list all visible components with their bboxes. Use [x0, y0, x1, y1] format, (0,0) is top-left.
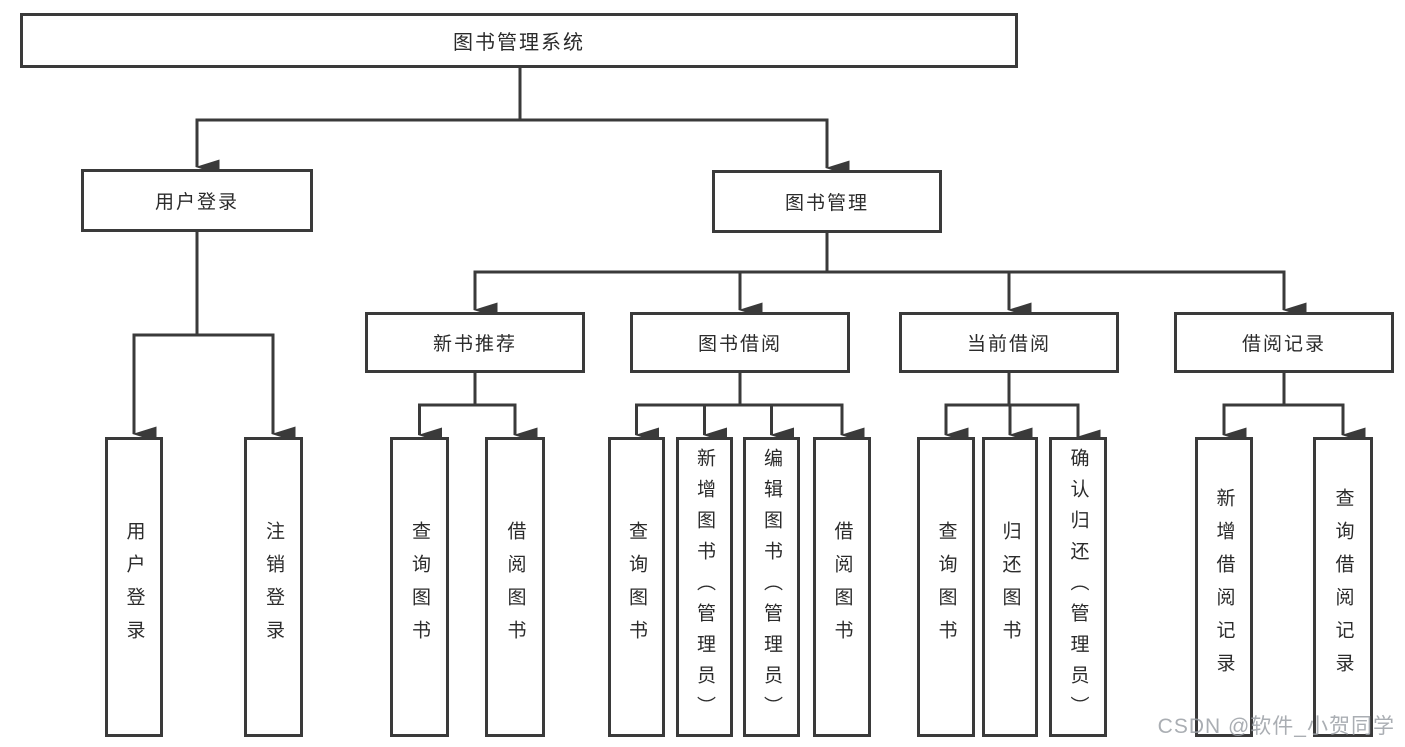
leaf-query-books-recommend: 查询图书 — [390, 437, 449, 737]
leaf-add-borrow-record: 新增借阅记录 — [1195, 437, 1253, 737]
leaf-add-book-admin-label: 新增图书（管理员） — [694, 447, 715, 727]
leaf-borrow-books-recommend-label: 借阅图书 — [504, 521, 526, 653]
node-book-management: 图书管理 — [712, 170, 942, 233]
leaf-user-login-label: 用户登录 — [123, 521, 145, 653]
node-current-borrowing: 当前借阅 — [899, 312, 1119, 373]
leaf-return-books: 归还图书 — [982, 437, 1038, 737]
node-book-borrowing: 图书借阅 — [630, 312, 850, 373]
leaf-query-books-borrowing-label: 查询图书 — [626, 521, 647, 653]
node-borrowing-records: 借阅记录 — [1174, 312, 1394, 373]
leaf-query-books-borrowing: 查询图书 — [608, 437, 665, 737]
leaf-confirm-return-admin: 确认归还（管理员） — [1049, 437, 1107, 737]
leaf-borrow-books-recommend: 借阅图书 — [485, 437, 545, 737]
leaf-add-book-admin: 新增图书（管理员） — [676, 437, 733, 737]
leaf-query-borrow-record-label: 查询借阅记录 — [1332, 488, 1354, 686]
leaf-return-books-label: 归还图书 — [999, 521, 1021, 653]
leaf-edit-book-admin: 编辑图书（管理员） — [743, 437, 800, 737]
csdn-watermark: CSDN @软件_小贺同学 — [1157, 715, 1395, 738]
node-new-book-recommendation: 新书推荐 — [365, 312, 585, 373]
leaf-confirm-return-admin-label: 确认归还（管理员） — [1067, 447, 1089, 727]
leaf-edit-book-admin-label: 编辑图书（管理员） — [761, 447, 782, 727]
leaf-query-borrow-record: 查询借阅记录 — [1313, 437, 1373, 737]
leaf-logout: 注销登录 — [244, 437, 303, 737]
node-user-login: 用户登录 — [81, 169, 313, 232]
leaf-borrow-books-label: 借阅图书 — [831, 521, 853, 653]
leaf-add-borrow-record-label: 新增借阅记录 — [1213, 488, 1235, 686]
leaf-query-books-current: 查询图书 — [917, 437, 975, 737]
leaf-query-books-recommend-label: 查询图书 — [409, 521, 430, 653]
leaf-query-books-current-label: 查询图书 — [935, 521, 957, 653]
leaf-logout-label: 注销登录 — [263, 521, 284, 653]
leaf-borrow-books: 借阅图书 — [813, 437, 871, 737]
node-library-management-system: 图书管理系统 — [20, 13, 1018, 68]
leaf-user-login: 用户登录 — [105, 437, 163, 737]
